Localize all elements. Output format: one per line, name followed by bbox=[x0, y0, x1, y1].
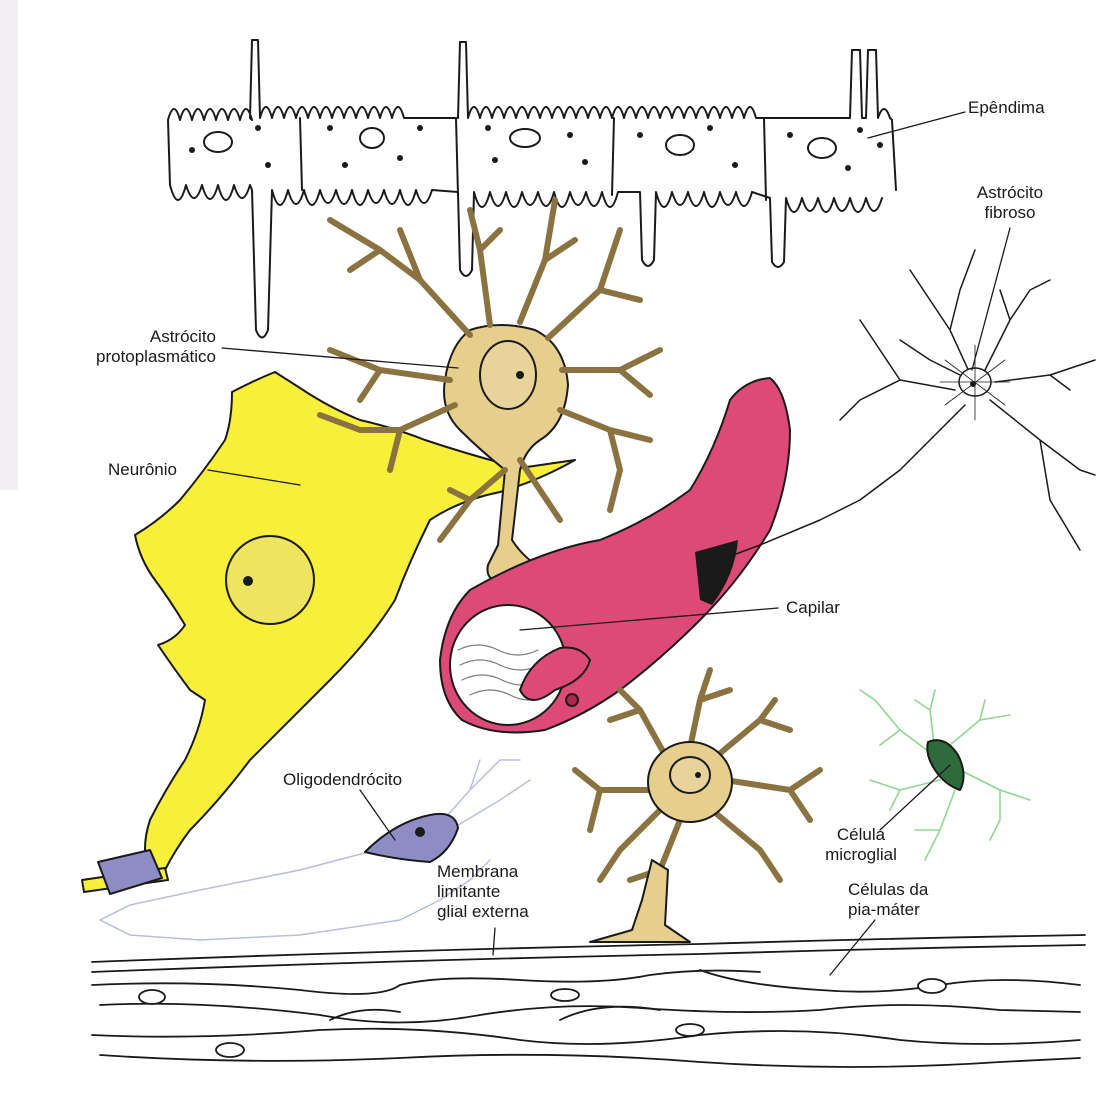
leader-astrocito-fibroso bbox=[972, 228, 1010, 370]
label-astrocito-protoplasmatico: Astrócito protoplasmático bbox=[70, 327, 216, 367]
myelin-sheath bbox=[98, 850, 162, 894]
ependyma-nuclei bbox=[189, 125, 883, 171]
label-celula-microglial: Célula microglial bbox=[796, 825, 926, 865]
label-membrana-limitante: Membrana limitante glial externa bbox=[437, 862, 529, 922]
leader-membrana bbox=[493, 928, 495, 955]
label-ependima: Epêndima bbox=[968, 98, 1045, 118]
leader-oligodendrocito bbox=[360, 790, 395, 840]
leader-microglial bbox=[880, 765, 950, 830]
label-astrocito-fibroso: Astrócito fibroso bbox=[955, 183, 1065, 223]
leader-pia bbox=[830, 920, 875, 975]
neuron-nucleus bbox=[226, 536, 314, 624]
label-neuronio: Neurônio bbox=[108, 460, 177, 480]
leader-ependima bbox=[868, 112, 965, 138]
label-oligodendrocito: Oligodendrócito bbox=[283, 770, 402, 790]
label-celulas-pia-mater: Células da pia-máter bbox=[848, 880, 928, 920]
oligodendrocyte-body bbox=[365, 814, 458, 862]
protoplasmic-astrocyte-nucleus bbox=[480, 341, 536, 409]
ependyma-apical-border bbox=[168, 40, 892, 120]
pia-mater-layer bbox=[92, 935, 1085, 1067]
protoplasmic-astrocyte-lower bbox=[575, 670, 820, 942]
glial-limiting-membrane bbox=[92, 935, 1085, 972]
neuron-nucleolus bbox=[243, 576, 253, 586]
label-capilar: Capilar bbox=[786, 598, 840, 618]
